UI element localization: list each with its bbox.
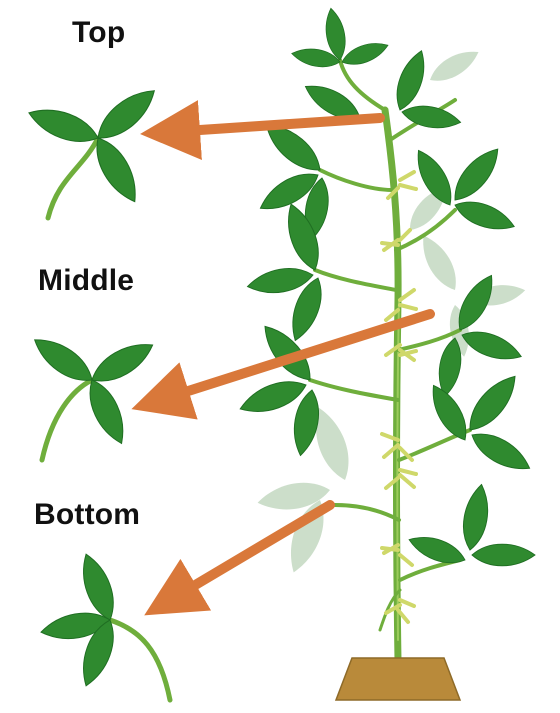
label-bottom: Bottom [34,498,140,532]
top-arrow-icon [170,118,380,132]
top-leaf-icon [25,81,163,218]
middle-leaf-icon [28,330,159,460]
label-top: Top [72,16,125,50]
bottom-leaf-icon [39,550,170,700]
label-middle: Middle [38,264,134,298]
pot-icon [336,658,460,700]
